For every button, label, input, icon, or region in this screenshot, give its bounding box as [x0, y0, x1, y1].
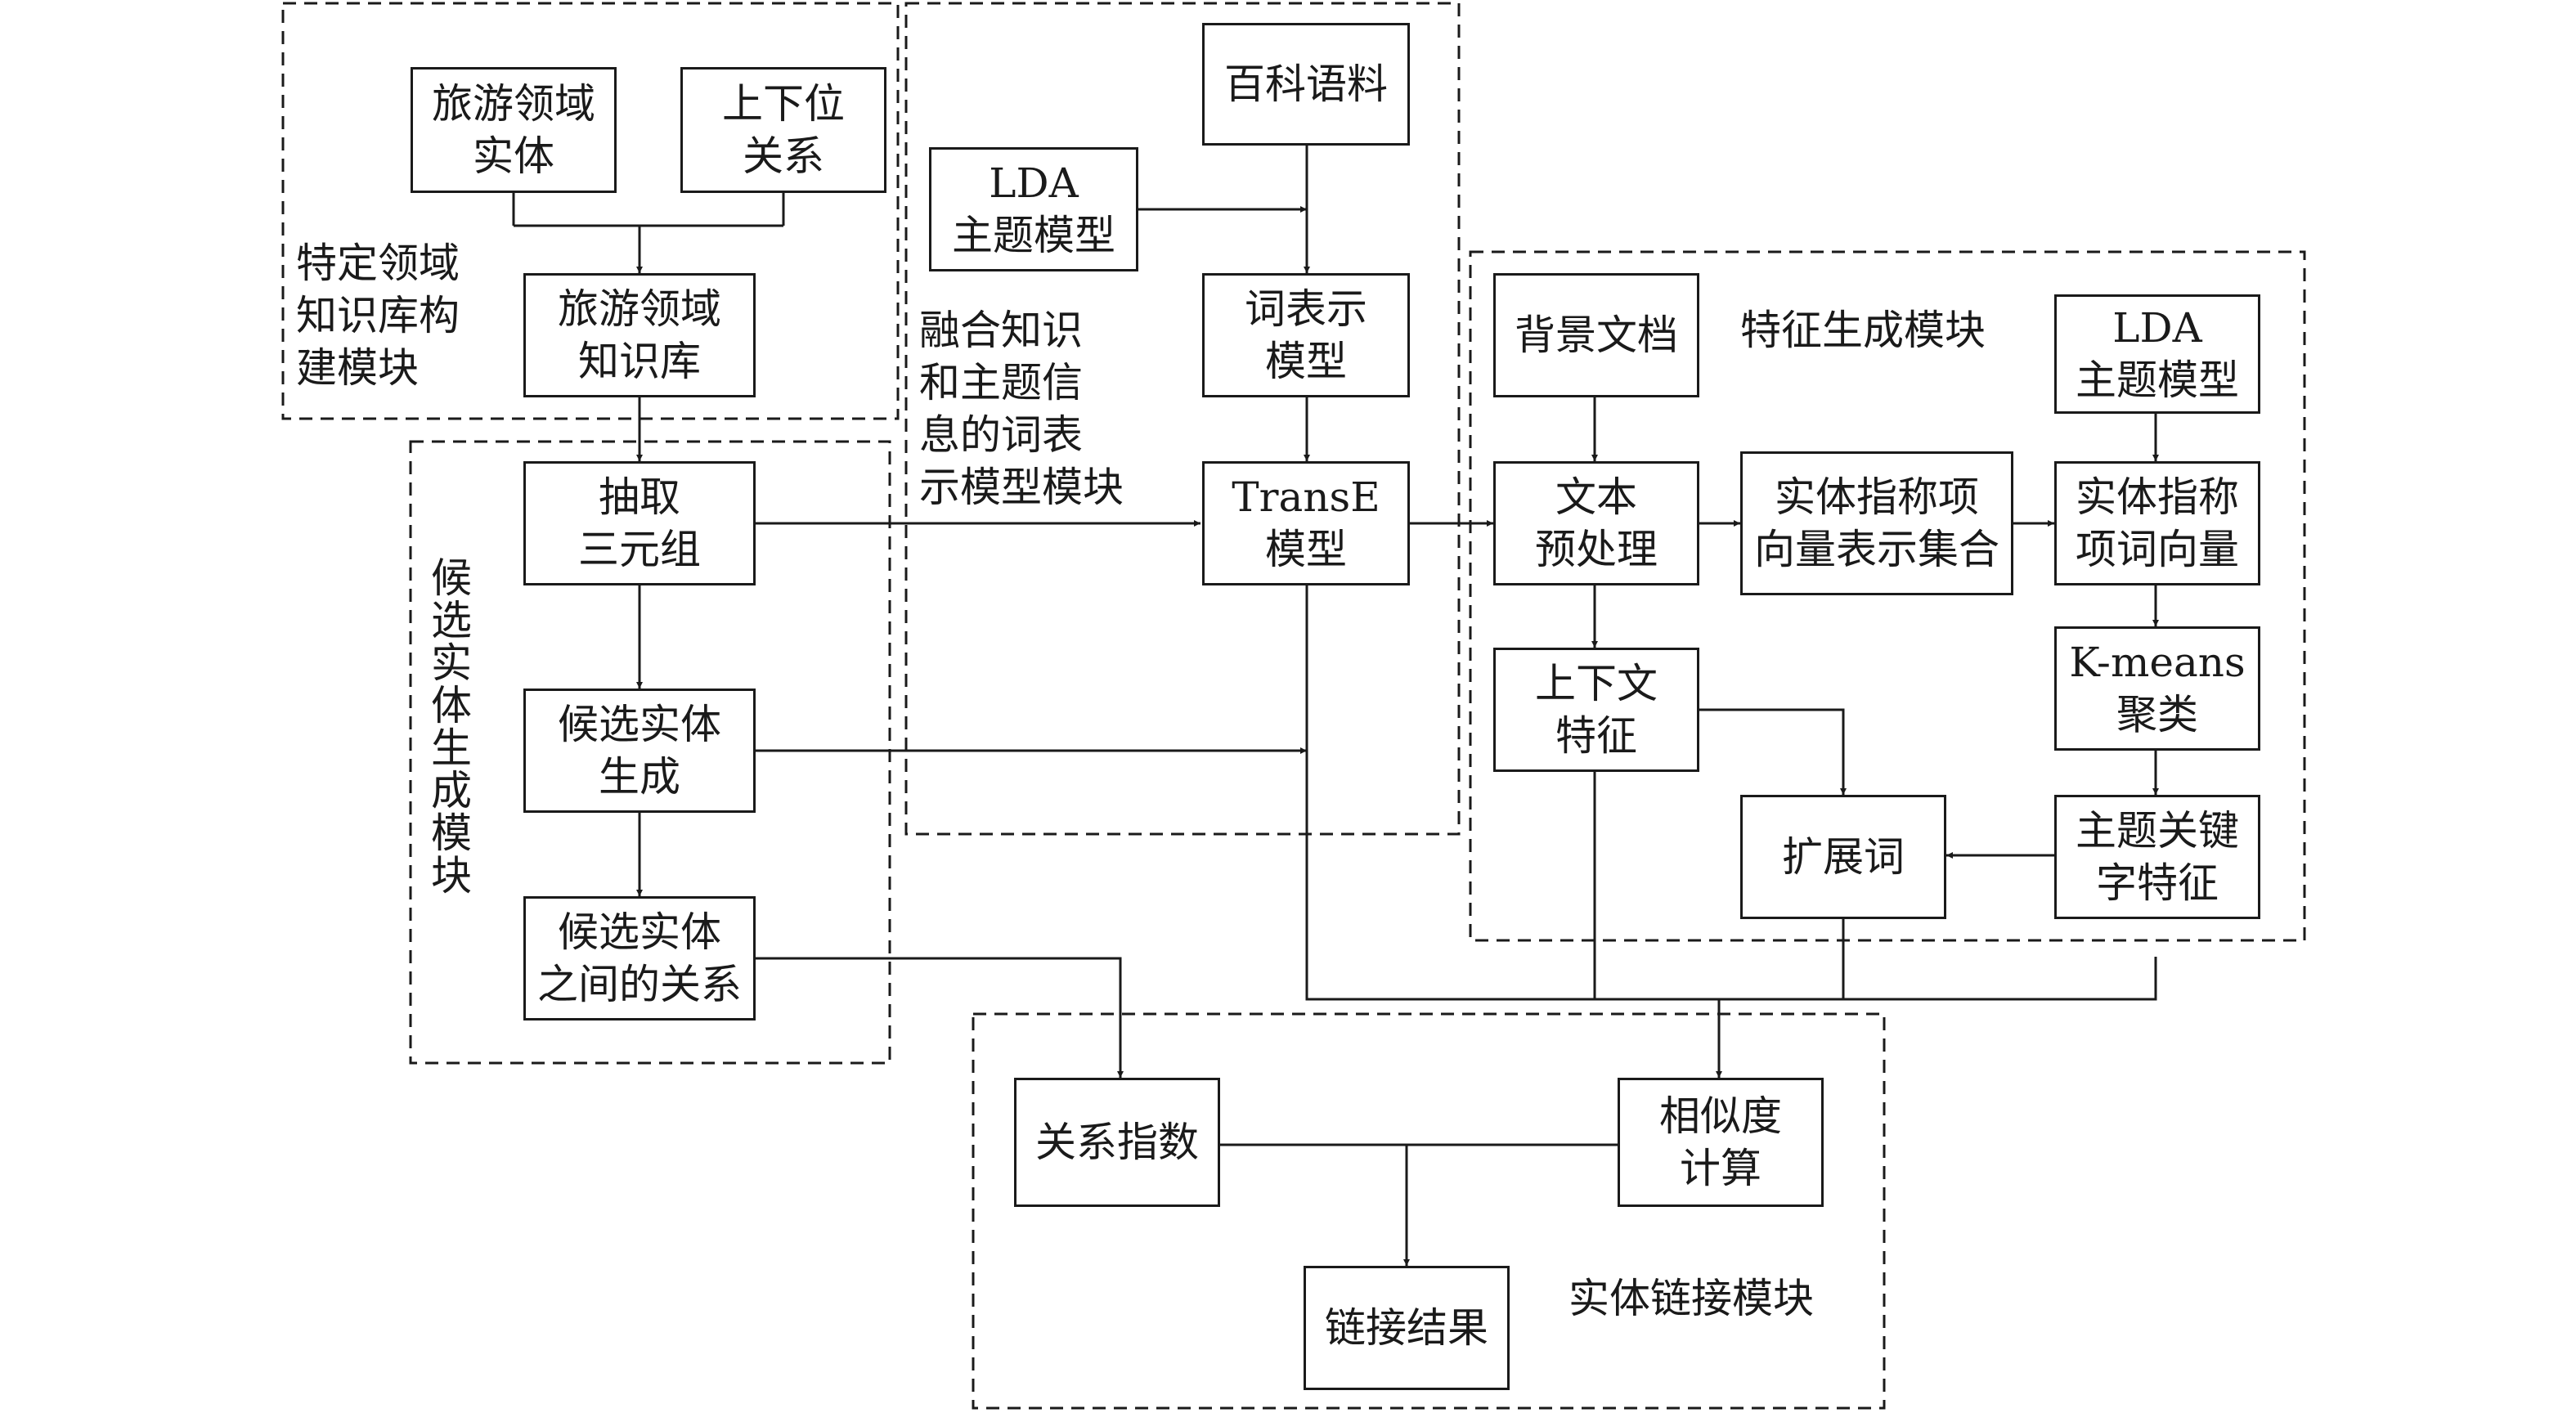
frame-word-repr — [904, 2, 1461, 836]
node-mention-word-vector: 实体指称 项词向量 — [2054, 461, 2260, 585]
node-relation-index: 关系指数 — [1014, 1078, 1220, 1207]
frame-feature-gen — [1469, 250, 2306, 942]
node-similarity-computation: 相似度 计算 — [1618, 1078, 1824, 1207]
node-text-preprocess: 文本 预处理 — [1493, 461, 1699, 585]
node-kmeans-clustering: K-means 聚类 — [2054, 626, 2260, 751]
module-label-word-repr: 融合知识 和主题信 息的词表 示模型模块 — [919, 307, 1124, 511]
arrow-context-to-expand — [1698, 708, 1847, 795]
node-background-document: 背景文档 — [1493, 273, 1699, 397]
node-extract-triples: 抽取 三元组 — [523, 461, 756, 585]
node-transe-model: TransE 模型 — [1202, 461, 1410, 585]
frame-entity-link — [972, 1012, 1886, 1410]
frame-kb-build — [281, 2, 900, 420]
node-lda-topic-model-right: LDA 主题模型 — [2054, 294, 2260, 414]
module-label-feature-gen: 特征生成模块 — [1740, 307, 1986, 354]
node-candidate-entity-gen: 候选实体 生成 — [523, 689, 756, 813]
node-topic-keyword-feature: 主题关键 字特征 — [2054, 795, 2260, 919]
node-word-representation-model: 词表示 模型 — [1202, 273, 1410, 397]
node-mention-vector-set: 实体指称项 向量表示集合 — [1740, 451, 2013, 595]
node-candidate-relations: 候选实体 之间的关系 — [523, 896, 756, 1020]
node-context-feature: 上下文 特征 — [1493, 648, 1699, 772]
node-hypernym-relation: 上下位 关系 — [680, 67, 886, 193]
node-tourism-entity: 旅游领域 实体 — [411, 67, 617, 193]
node-link-result: 链接结果 — [1304, 1266, 1510, 1390]
node-lda-topic-model-left: LDA 主题模型 — [929, 147, 1138, 271]
line-transe-down — [1305, 585, 2157, 1001]
module-label-kb-build: 特定领域 知识库构 建模块 — [296, 240, 460, 392]
node-encyclopedia-corpus: 百科语料 — [1202, 23, 1410, 146]
node-tourism-kb: 旅游领域 知识库 — [523, 273, 756, 397]
frame-candidate-gen — [409, 440, 891, 1065]
node-expand-words: 扩展词 — [1740, 795, 1946, 919]
module-label-entity-link: 实体链接模块 — [1568, 1275, 1814, 1322]
arrow-relations-to-index — [756, 957, 1124, 1078]
module-label-candidate-gen: 候选实体生成模块 — [424, 556, 472, 896]
